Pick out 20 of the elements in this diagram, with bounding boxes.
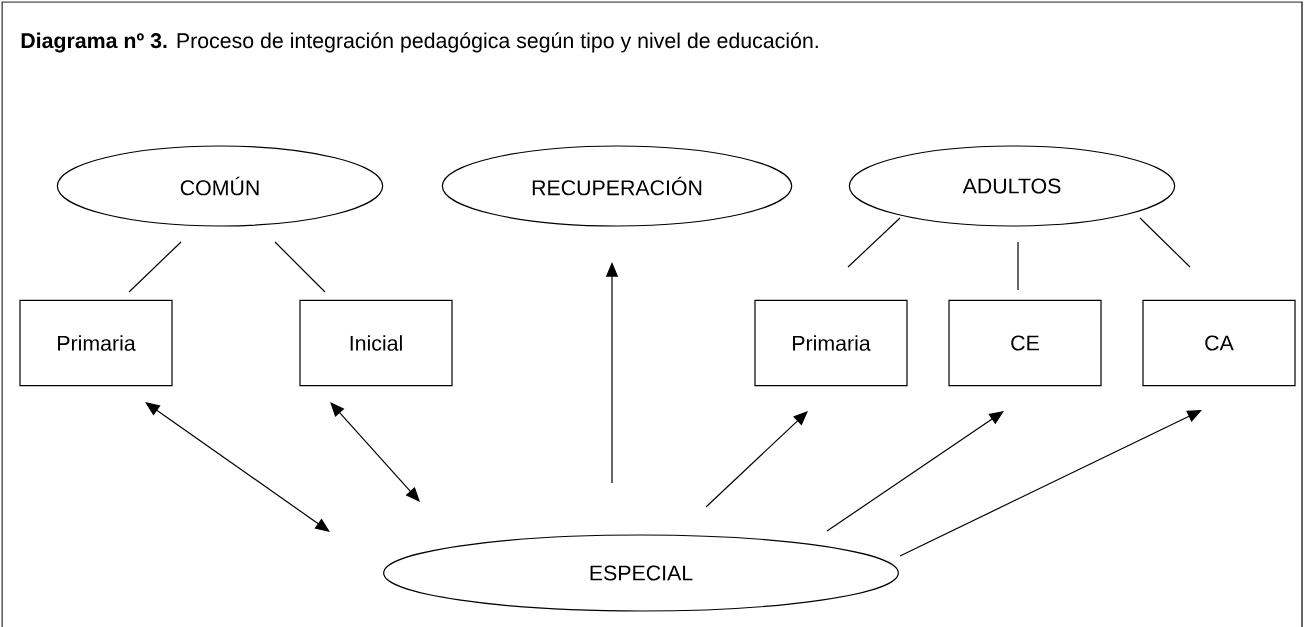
arrow [145,402,330,532]
arrow [330,402,420,502]
ellipse-node: COMÚN [56,145,384,227]
connector-line [847,217,901,268]
title: Diagrama nº 3. Proceso de integración pedagógica según tipo y nivel de educación. [21,32,818,53]
ellipse-node: RECUPERACIÓN [441,145,793,227]
box-node: Inicial [299,299,453,387]
box-node: CA [1142,299,1296,387]
connector-line [128,241,182,293]
ellipse-node: ADULTOS [848,145,1176,227]
box-node: Primaria [754,299,908,387]
arrow [826,411,1004,532]
box-node: Primaria [19,299,173,387]
connector-line [1017,241,1019,291]
connector-line [274,241,326,293]
arrow [899,410,1202,557]
connector-line [1139,217,1191,268]
arrow [705,411,808,508]
box-node: CE [948,299,1102,387]
ellipse-node: ESPECIAL [383,534,899,612]
